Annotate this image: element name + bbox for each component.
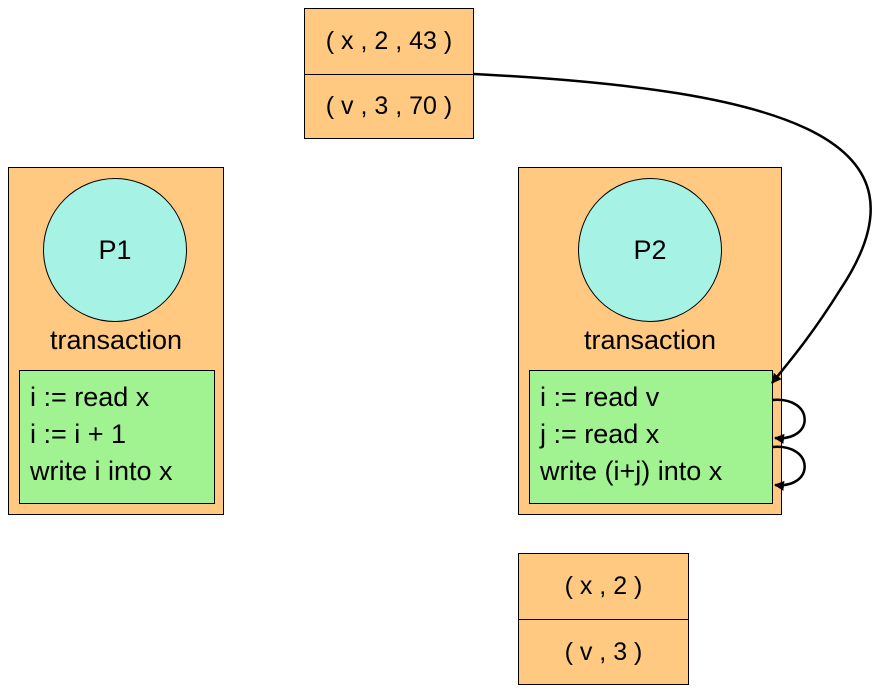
p1-circle: P1 bbox=[43, 178, 187, 322]
bottom-store-row-v: ( v , 3 ) bbox=[519, 619, 688, 684]
top-store-row-v: ( v , 3 , 70 ) bbox=[305, 73, 473, 139]
p2-code-line: j := read x bbox=[540, 419, 660, 449]
p1-code-line: i := read x bbox=[30, 382, 150, 412]
p1-name: P1 bbox=[98, 234, 132, 265]
bottom-store-row-x: ( x , 2 ) bbox=[564, 572, 643, 600]
p2-code-block: i := read v j := read x write (i+j) into… bbox=[529, 370, 773, 504]
p1-code-line: i := i + 1 bbox=[30, 419, 127, 449]
p1-kind-label: transaction bbox=[49, 325, 183, 355]
p2-code-line: i := read v bbox=[540, 382, 660, 412]
p2-name: P2 bbox=[633, 234, 667, 265]
p2-kind-label: transaction bbox=[583, 325, 717, 355]
top-store: ( x , 2 , 43 ) ( v , 3 , 70 ) bbox=[304, 8, 474, 139]
p2-code-line: write (i+j) into x bbox=[540, 456, 723, 486]
p2-circle: P2 bbox=[578, 178, 722, 322]
p1-code-line: write i into x bbox=[30, 456, 173, 486]
top-store-row-x: ( x , 2 , 43 ) bbox=[325, 26, 453, 55]
process-p2: P2 transaction i := read v j := read x w… bbox=[518, 167, 782, 515]
process-p1: P1 transaction i := read x i := i + 1 wr… bbox=[8, 167, 224, 515]
bottom-store: ( x , 2 ) ( v , 3 ) bbox=[518, 553, 689, 685]
p1-code-block: i := read x i := i + 1 write i into x bbox=[19, 370, 215, 504]
